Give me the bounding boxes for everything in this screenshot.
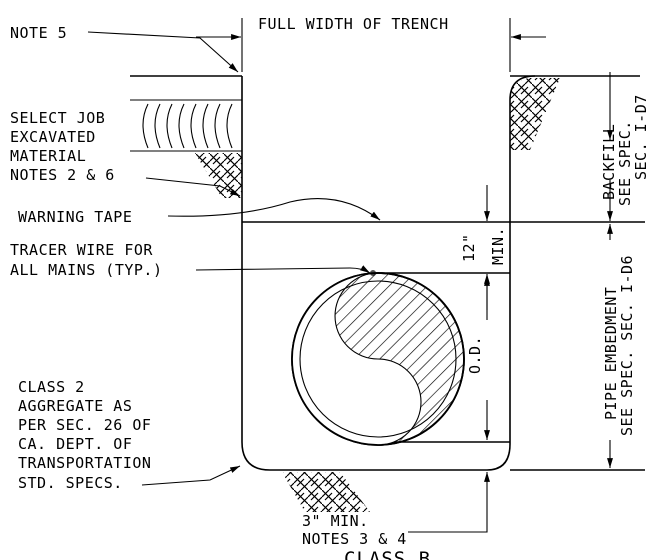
earth-hatch-bottom [282,472,370,512]
tracer-wire-line2: ALL MAINS (TYP.) [10,261,163,279]
warning-tape-callout: WARNING TAPE [18,198,381,226]
tracer-wire-line1: TRACER WIRE FOR [10,241,153,259]
aggregate-line3: PER SEC. 26 OF [18,416,151,434]
twelve-inch-label: 12" [460,233,478,262]
od-label: O.D. [466,336,484,374]
section-title: CLASS B [344,548,431,560]
min3-line2: NOTES 3 & 4 [302,530,407,548]
pipe-embedment-label: PIPE EMBEDMENT [602,287,620,420]
backfill-label: BACKFILL [600,124,618,200]
backfill-spec-line2: SEC. I-D7 [632,94,650,180]
od-dimension: O.D. [466,276,490,440]
select-material-line1: SELECT JOB [10,109,105,127]
aggregate-line6: STD. SPECS. [18,474,123,492]
aggregate-callout: CLASS 2 AGGREGATE AS PER SEC. 26 OF CA. … [18,378,241,492]
pipe-embedment-spec: SEE SPEC. SEC. I-D6 [618,255,636,436]
min3-line1: 3" MIN. [302,512,369,530]
select-material-callout: SELECT JOB EXCAVATED MATERIAL NOTES 2 & … [10,109,241,197]
bedding-3in-dimension: 3" MIN. NOTES 3 & 4 [302,472,490,548]
cover-12in-dimension: 12" MIN. [460,185,507,310]
pipe-embedment-label-group: PIPE EMBEDMENT SEE SPEC. SEC. I-D6 [602,224,636,468]
trench-width-label: FULL WIDTH OF TRENCH [258,15,449,33]
select-material-line4: NOTES 2 & 6 [10,166,115,184]
warning-tape-label: WARNING TAPE [18,208,132,226]
aggregate-line1: CLASS 2 [18,378,85,396]
earth-hatch-left [195,153,242,198]
earth-hatch-right [510,78,560,150]
trench-outline [241,75,536,471]
tracer-wire-callout: TRACER WIRE FOR ALL MAINS (TYP.) [10,241,376,279]
select-material-line3: MATERIAL [10,147,86,165]
aggregate-line4: CA. DEPT. OF [18,435,132,453]
select-material-symbol [130,99,242,152]
backfill-spec-line1: SEE SPEC. [616,120,634,206]
note5-label: NOTE 5 [10,24,67,42]
min-label: MIN. [489,227,507,265]
pipe-section [291,272,465,446]
trench-width-dimension: FULL WIDTH OF TRENCH [196,15,546,72]
aggregate-line5: TRANSPORTATION [18,454,151,472]
select-material-line2: EXCAVATED [10,128,96,146]
backfill-label-group: BACKFILL SEE SPEC. SEC. I-D7 [600,72,650,221]
note5-callout: NOTE 5 [10,24,239,73]
aggregate-line2: AGGREGATE AS [18,397,132,415]
